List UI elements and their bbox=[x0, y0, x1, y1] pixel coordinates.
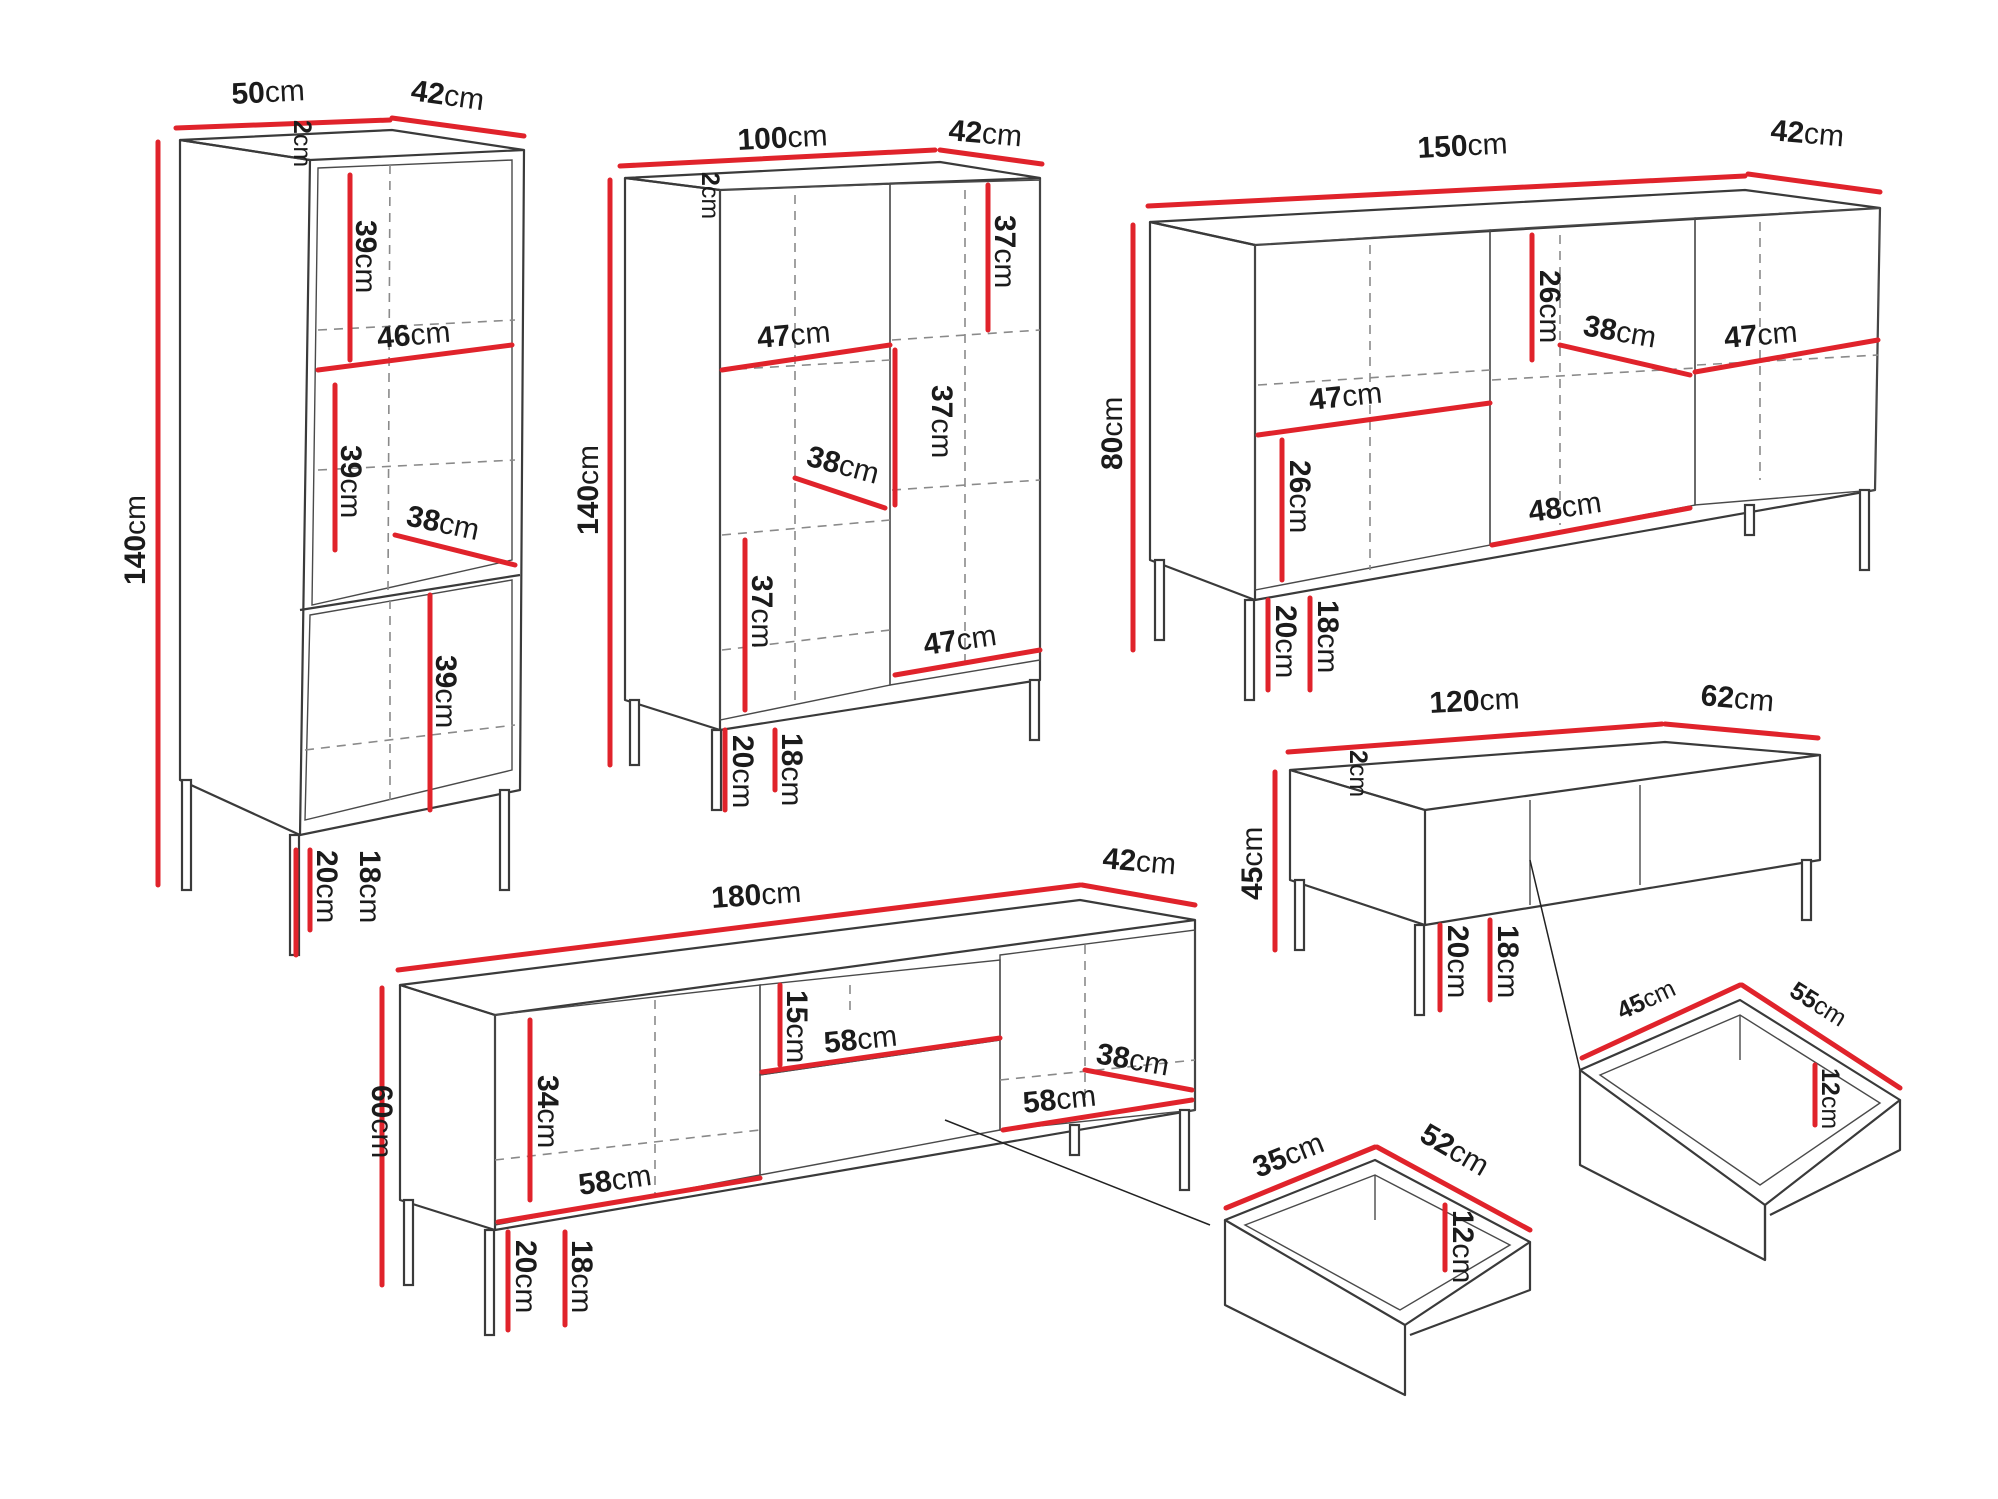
tall-cabinet-outline bbox=[178, 128, 526, 837]
tv-drawer-leader bbox=[944, 1119, 1211, 1226]
tv-leg-h-label: 20cm bbox=[509, 1240, 542, 1313]
display-cabinet: 100cm 42cm 140cm 2cm 37cm 47cm 38cm 37cm… bbox=[572, 114, 1045, 813]
sideboard-height-label: 80cm bbox=[1096, 397, 1129, 470]
tv-niche-h-label: 15cm bbox=[780, 990, 813, 1063]
coffee-leg-h-label: 20cm bbox=[1441, 925, 1474, 998]
sideboard-mid-w-label: 48cm bbox=[1526, 486, 1603, 529]
coffee-height-label: 45cm bbox=[1236, 827, 1269, 900]
tall-depth-label: 42cm bbox=[409, 74, 486, 117]
coffee-drawer-dimension-lines bbox=[1579, 982, 1903, 1128]
tv-right-w-label: 58cm bbox=[1021, 1079, 1097, 1119]
display-depth-label: 42cm bbox=[947, 114, 1023, 153]
tall-shelf-h3-label: 39cm bbox=[429, 655, 462, 728]
coffee-depth-label: 62cm bbox=[1699, 679, 1775, 718]
coffee-drawer-leader bbox=[1529, 859, 1581, 1071]
display-right-h2-label: 37cm bbox=[925, 385, 958, 458]
display-right-w-label: 47cm bbox=[921, 619, 998, 662]
sideboard-right-w-label: 47cm bbox=[1723, 316, 1799, 355]
tv-height-label: 60cm bbox=[365, 1085, 398, 1158]
sideboard-left-w-label: 47cm bbox=[1307, 376, 1383, 416]
tall-shelf-d-label: 38cm bbox=[404, 500, 483, 548]
display-top-label: 2cm bbox=[696, 172, 724, 219]
display-cabinet-hidden-lines bbox=[721, 190, 1041, 700]
sideboard-depth-label: 42cm bbox=[1769, 114, 1845, 153]
sideboard-dimension-lines bbox=[1130, 171, 1883, 693]
sideboard-mid-d-label: 38cm bbox=[1581, 309, 1659, 354]
display-right-h1-label: 37cm bbox=[988, 215, 1021, 288]
display-cabinet-legs bbox=[628, 678, 1041, 812]
display-left-h-label: 37cm bbox=[745, 575, 778, 648]
tv-drawer-dimension-lines bbox=[1223, 1144, 1533, 1273]
tv-left-h-label: 34cm bbox=[531, 1075, 564, 1148]
tv-stand-outline bbox=[398, 898, 1197, 1232]
tall-cabinet-labels: 50cm 42cm 140cm 2cm 39cm 39cm 39cm 46cm … bbox=[119, 74, 486, 923]
tv-stand: 180cm 42cm 60cm 34cm 58cm 15cm 58cm 38cm… bbox=[365, 842, 1211, 1337]
display-cabinet-dimension-lines bbox=[607, 147, 1045, 813]
coffee-width-label: 120cm bbox=[1429, 682, 1521, 720]
tall-shelf-w-label: 46cm bbox=[376, 316, 452, 355]
tv-stand-labels: 180cm 42cm 60cm 34cm 58cm 15cm 58cm 38cm… bbox=[365, 842, 1177, 1313]
tall-height-label: 140cm bbox=[119, 495, 152, 585]
sideboard-labels: 150cm 42cm 80cm 47cm 26cm 26cm 38cm 47cm… bbox=[1096, 114, 1845, 678]
display-width-label: 100cm bbox=[737, 119, 829, 157]
sideboard: 150cm 42cm 80cm 47cm 26cm 26cm 38cm 47cm… bbox=[1096, 114, 1883, 702]
display-leg-h-label: 20cm bbox=[726, 735, 759, 808]
tv-width-label: 180cm bbox=[710, 876, 802, 915]
tv-left-w-label: 58cm bbox=[576, 1159, 653, 1202]
tall-leg-h-label: 20cm bbox=[310, 850, 343, 923]
display-cabinet-outline bbox=[623, 160, 1042, 732]
coffee-drawer-height-label: 12cm bbox=[1816, 1068, 1844, 1129]
tv-right-d-label: 38cm bbox=[1094, 1037, 1172, 1082]
tall-cabinet-dimension-lines bbox=[155, 115, 527, 958]
display-cabinet-labels: 100cm 42cm 140cm 2cm 37cm 47cm 38cm 37cm… bbox=[572, 114, 1023, 808]
sideboard-legs bbox=[1153, 488, 1871, 702]
coffee-table: 120cm 62cm 45cm 2cm 20cm 18cm bbox=[1236, 679, 1822, 1071]
display-clearance-label: 18cm bbox=[775, 733, 808, 806]
tall-cabinet: 50cm 42cm 140cm 2cm 39cm 39cm 39cm 46cm … bbox=[119, 74, 527, 958]
tall-shelf-h1-label: 39cm bbox=[349, 220, 382, 293]
tv-drawer: 35cm 52cm 12cm bbox=[1223, 1117, 1533, 1397]
coffee-table-legs bbox=[1293, 858, 1813, 1017]
display-left-w-label: 47cm bbox=[756, 316, 832, 355]
tall-width-label: 50cm bbox=[231, 74, 306, 111]
sideboard-leg-h-label: 20cm bbox=[1269, 605, 1302, 678]
coffee-top-label: 2cm bbox=[1344, 750, 1372, 797]
coffee-table-labels: 120cm 62cm 45cm 2cm 20cm 18cm bbox=[1236, 679, 1775, 998]
sideboard-outline bbox=[1148, 188, 1882, 602]
sideboard-hidden-lines bbox=[1257, 222, 1879, 570]
sideboard-clearance-label: 18cm bbox=[1311, 600, 1344, 673]
tall-top-label: 2cm bbox=[288, 120, 316, 167]
coffee-drawer: 45cm 55cm 12cm bbox=[1578, 974, 1903, 1262]
tv-niche-w-label: 58cm bbox=[822, 1019, 898, 1059]
tv-stand-dimension-lines bbox=[379, 882, 1198, 1333]
tall-shelf-h2-label: 39cm bbox=[334, 445, 367, 518]
coffee-table-dimension-lines bbox=[1272, 721, 1821, 1013]
tv-stand-legs bbox=[402, 1108, 1191, 1337]
sideboard-mid-h-label: 26cm bbox=[1533, 270, 1566, 343]
tall-clearance-label: 18cm bbox=[353, 850, 386, 923]
tv-clearance-label: 18cm bbox=[565, 1240, 598, 1313]
display-height-label: 140cm bbox=[572, 445, 605, 535]
coffee-table-outline bbox=[1288, 740, 1822, 927]
tall-cabinet-hidden-lines bbox=[304, 164, 516, 800]
tv-drawer-depth-label: 35cm bbox=[1248, 1126, 1328, 1184]
sideboard-width-label: 150cm bbox=[1417, 127, 1509, 165]
sideboard-left-h-label: 26cm bbox=[1283, 460, 1316, 533]
tv-depth-label: 42cm bbox=[1101, 842, 1177, 881]
tall-cabinet-legs bbox=[180, 778, 511, 957]
coffee-clearance-label: 18cm bbox=[1491, 925, 1524, 998]
coffee-drawer-width-label: 55cm bbox=[1785, 976, 1852, 1032]
tv-drawer-height-label: 12cm bbox=[1446, 1210, 1479, 1283]
